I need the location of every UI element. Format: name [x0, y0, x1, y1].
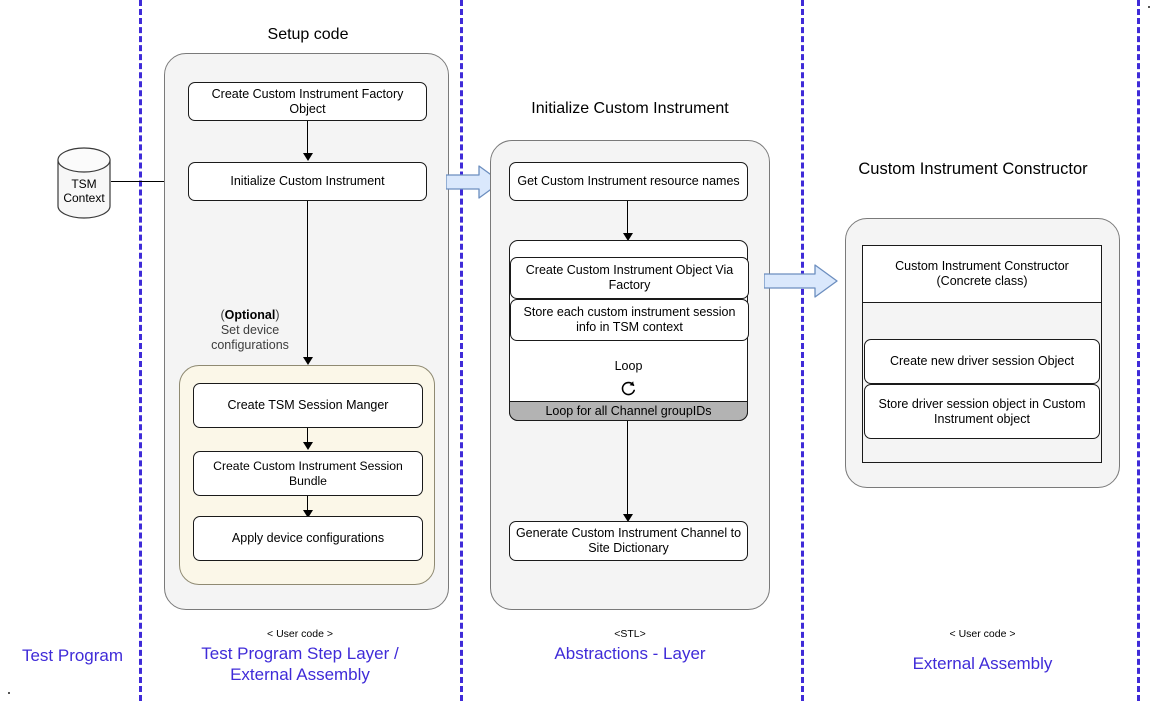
stray-dot-right	[1148, 6, 1150, 8]
arrowhead-loop-to-generate	[623, 514, 633, 522]
optional-note-line2: Set device	[220, 323, 280, 337]
step-apply-device-configurations[interactable]: Apply device configurations	[193, 516, 423, 561]
lane-divider-3	[801, 0, 804, 701]
loop-construct: Create Custom Instrument Object Via Fact…	[509, 240, 749, 421]
flow-arrow-initialize-to-constructor	[763, 262, 838, 300]
connector-datastore-to-initialize	[111, 181, 179, 183]
lane-caption-step-layer-line1: Test Program Step Layer /	[201, 644, 399, 663]
lane-divider-2	[460, 0, 463, 701]
constructor-header-line1: Custom Instrument Constructor	[895, 259, 1069, 273]
lane-caption-test-program-label: Test Program	[21, 646, 124, 665]
lane-caption-external-assembly-label: External Assembly	[912, 654, 1053, 673]
optional-note-prefix: (	[220, 308, 225, 322]
step-initialize-custom-instrument[interactable]: Initialize Custom Instrument	[188, 162, 427, 201]
constructor-header-line2: (Concrete class)	[936, 274, 1028, 288]
lane-caption-abstractions-label: Abstractions - Layer	[554, 644, 706, 663]
loop-icon	[510, 378, 747, 403]
step-create-tsm-session-manager[interactable]: Create TSM Session Manger	[193, 383, 423, 428]
lane-caption-external-assembly: < User code > External Assembly	[845, 627, 1120, 674]
arrowhead-factory-to-initialize	[303, 153, 313, 161]
step-get-resource-names[interactable]: Get Custom Instrument resource names	[509, 162, 748, 201]
step-store-driver-session-object[interactable]: Store driver session object in Custom In…	[864, 384, 1100, 439]
optional-note-bold: Optional	[224, 308, 276, 322]
loop-footer-label: Loop for all Channel groupIDs	[509, 401, 748, 421]
lane-caption-abstractions: <STL> Abstractions - Layer	[490, 627, 770, 664]
setup-code-title: Setup code	[267, 26, 349, 43]
step-create-driver-session-object[interactable]: Create new driver session Object	[864, 339, 1100, 384]
step-create-instrument-object-via-factory[interactable]: Create Custom Instrument Object Via Fact…	[510, 257, 749, 299]
connector-bundle-to-apply	[307, 496, 309, 512]
arrowhead-bundle-to-apply	[303, 510, 313, 518]
optional-note-suffix: )	[275, 308, 280, 322]
tsm-context-datastore: TSM Context	[57, 147, 111, 219]
step-generate-channel-to-site-dictionary[interactable]: Generate Custom Instrument Channel to Si…	[509, 521, 748, 561]
loop-label: Loop	[614, 359, 643, 373]
constructor-class-header: Custom Instrument Constructor (Concrete …	[862, 245, 1102, 303]
lane-divider-1	[139, 0, 142, 701]
lane-caption-step-layer-line2: External Assembly	[230, 665, 370, 684]
connector-factory-to-initialize	[307, 121, 309, 155]
initialize-title: Initialize Custom Instrument	[531, 100, 729, 117]
optional-note-line3: configurations	[211, 338, 289, 352]
constructor-title: Custom Instrument Constructor	[858, 160, 1088, 178]
connector-tsm-to-bundle	[307, 428, 309, 444]
connector-resource-to-loop	[627, 201, 629, 235]
lane-divider-4	[1137, 0, 1140, 701]
arrowhead-tsm-to-bundle	[303, 442, 313, 450]
connector-loop-to-generate	[627, 421, 629, 516]
lane-caption-step-layer: < User code > Test Program Step Layer / …	[155, 627, 445, 685]
step-store-session-info[interactable]: Store each custom instrument session inf…	[510, 299, 749, 341]
stray-dot-left	[8, 692, 10, 694]
step-create-session-bundle[interactable]: Create Custom Instrument Session Bundle	[193, 451, 423, 496]
optional-note: (Optional) Set device configurations	[190, 308, 310, 353]
lane-caption-external-assembly-stereotype: < User code >	[949, 628, 1016, 640]
lane-caption-abstractions-stereotype: <STL>	[614, 628, 646, 640]
step-create-factory-object[interactable]: Create Custom Instrument Factory Object	[188, 82, 427, 121]
connector-initialize-to-optional	[307, 201, 309, 359]
lane-caption-test-program: Test Program	[10, 645, 135, 666]
arrowhead-initialize-to-optional	[303, 357, 313, 365]
lane-caption-step-layer-stereotype: < User code >	[267, 628, 333, 640]
arrowhead-resource-to-loop	[623, 233, 633, 241]
